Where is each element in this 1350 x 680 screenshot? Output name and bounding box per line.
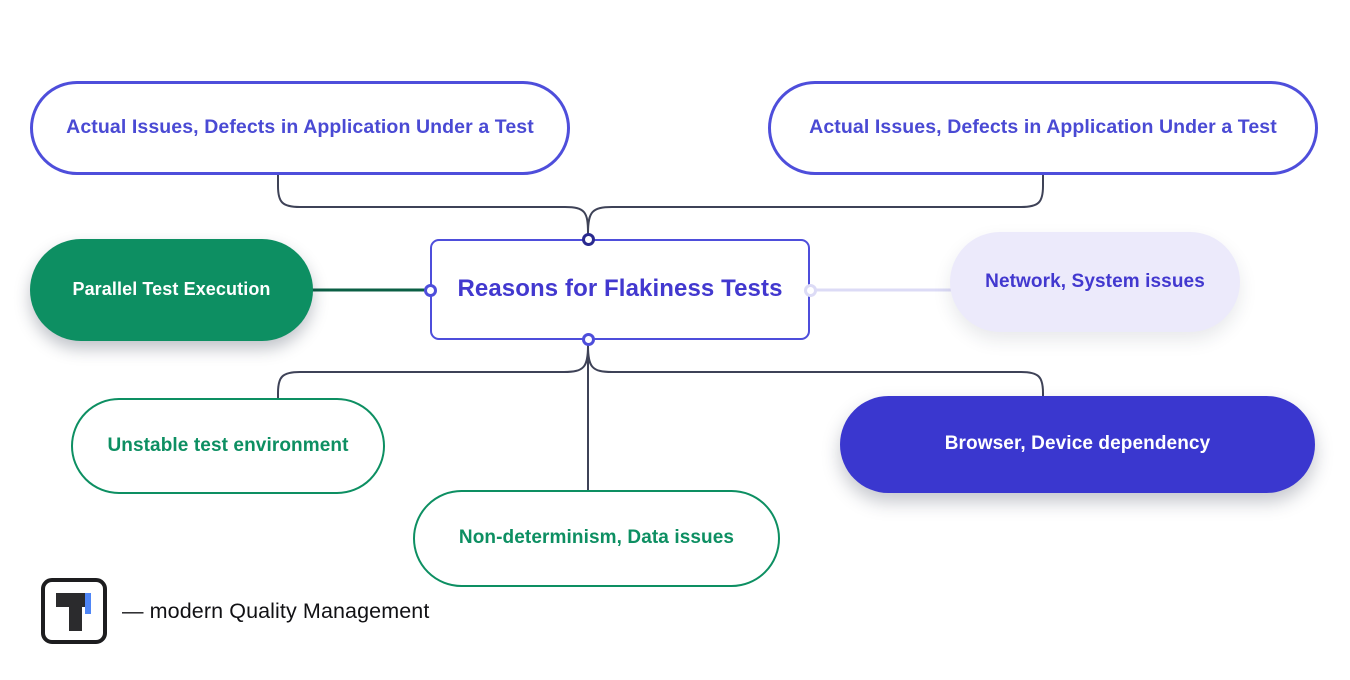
handle-center-left[interactable] <box>423 283 437 297</box>
node-parallel-test-execution[interactable]: Parallel Test Execution <box>30 239 313 341</box>
edge-center-to-unstable-test-environment <box>277 345 589 400</box>
node-actual-issues-right[interactable]: Actual Issues, Defects in Application Un… <box>768 81 1318 175</box>
tricentis-logo-icon <box>41 578 107 644</box>
handle-center-bottom[interactable] <box>581 333 595 346</box>
node-label: Non-determinism, Data issues <box>458 527 735 549</box>
edge-center-to-actual-issues-right <box>587 174 1044 234</box>
node-label: Browser, Device dependency <box>944 433 1211 455</box>
footer-branding: — modern Quality Management <box>41 578 429 644</box>
node-unstable-test-environment[interactable]: Unstable test environment <box>71 398 385 494</box>
logo-accent-bar <box>85 593 91 614</box>
edge-center-to-browser-device-dependency <box>587 345 1044 400</box>
logo-stem-bar <box>69 593 82 631</box>
node-label: Reasons for Flakiness Tests <box>457 275 783 303</box>
edge-center-to-actual-issues-left <box>277 174 589 234</box>
node-label: Unstable test environment <box>107 434 349 456</box>
node-network-system-issues[interactable]: Network, System issues <box>950 232 1240 332</box>
node-non-determinism-data-issues[interactable]: Non-determinism, Data issues <box>413 490 780 587</box>
handle-center-top[interactable] <box>581 233 595 246</box>
node-label: Parallel Test Execution <box>72 279 271 300</box>
handle-center-right[interactable] <box>803 283 817 297</box>
node-browser-device-dependency[interactable]: Browser, Device dependency <box>840 396 1315 493</box>
node-center-reasons-for-flakiness-tests[interactable]: Reasons for Flakiness Tests <box>430 239 810 340</box>
node-label: Actual Issues, Defects in Application Un… <box>809 116 1277 139</box>
node-label: Actual Issues, Defects in Application Un… <box>66 116 534 139</box>
node-actual-issues-left[interactable]: Actual Issues, Defects in Application Un… <box>30 81 570 175</box>
node-label: Network, System issues <box>985 270 1205 292</box>
footer-tagline: — modern Quality Management <box>122 598 430 623</box>
